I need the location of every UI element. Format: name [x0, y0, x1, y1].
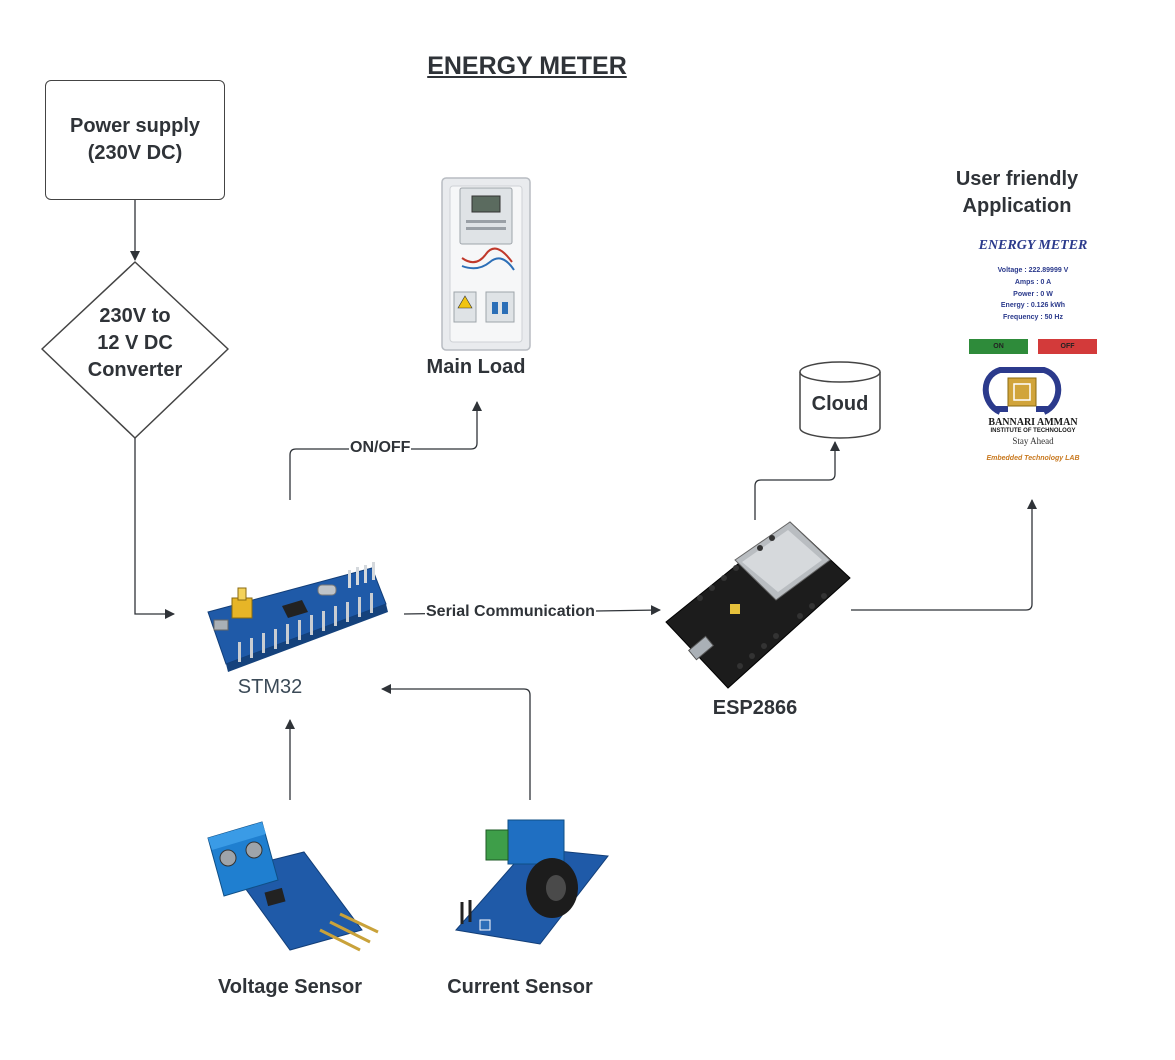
main-load-meter-image: [441, 177, 531, 351]
esp-board-image: [665, 521, 851, 689]
arrow-esp-to-cloud: [754, 441, 840, 520]
cloud-label: Cloud: [811, 393, 869, 415]
on-button[interactable]: ON: [969, 339, 1028, 354]
voltage-sensor-image: [207, 821, 379, 952]
power-supply-node: Power supply (230V DC): [45, 80, 225, 200]
on-off-edge-label: ON/OFF: [349, 439, 412, 457]
stm32-label: STM32: [237, 676, 303, 698]
org-name: BANNARI AMMAN: [988, 417, 1078, 428]
converter-node-label: 230V to 12 V DC Converter: [87, 305, 183, 381]
voltage-sensor-label: Voltage Sensor: [217, 976, 363, 998]
reading-frequency: Frequency : 50 Hz: [1003, 314, 1063, 321]
org-tagline: Stay Ahead: [1012, 436, 1054, 446]
diagram-title: ENERGY METER: [427, 52, 627, 80]
org-subtitle: INSTITUTE OF TECHNOLOGY: [990, 428, 1076, 434]
stm32-board-image: [207, 562, 388, 672]
lab-name: Embedded Technology LAB: [986, 455, 1080, 462]
arrow-esp-to-app: [851, 499, 1037, 611]
esp-label: ESP2866: [712, 697, 798, 719]
cloud-cylinder: [799, 361, 881, 439]
reading-energy: Energy : 0.126 kWh: [1000, 302, 1066, 309]
serial-communication-label: Serial Communication: [425, 603, 596, 621]
main-load-label: Main Load: [426, 356, 526, 378]
reading-voltage: Voltage : 222.89999 V: [997, 267, 1069, 274]
reading-amps: Amps : 0 A: [1014, 279, 1052, 286]
app-name: ENERGY METER: [978, 238, 1088, 253]
current-sensor-image: [455, 819, 609, 945]
reading-power: Power : 0 W: [1013, 291, 1053, 298]
arrow-converter-to-stm32: [134, 438, 175, 619]
arrow-current-to-stm32: [381, 684, 531, 800]
current-sensor-label: Current Sensor: [447, 976, 593, 998]
app-title: User friendly Application: [955, 168, 1079, 217]
institute-logo-icon: [982, 367, 1062, 415]
off-button[interactable]: OFF: [1038, 339, 1097, 354]
